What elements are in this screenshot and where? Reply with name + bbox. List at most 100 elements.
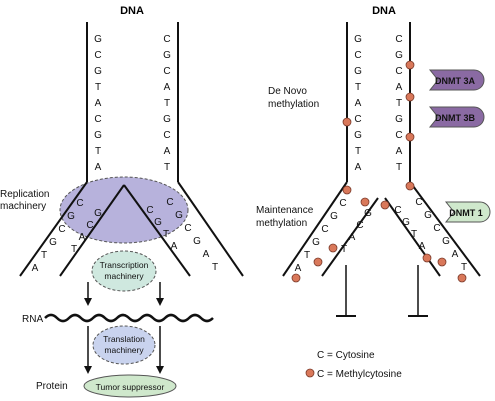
base-letter: A (419, 241, 426, 252)
base-letter: T (396, 162, 402, 173)
base-letter: A (355, 98, 362, 109)
base-letter: T (341, 244, 347, 255)
tumor-suppressor (83, 374, 177, 398)
methyl-dot (342, 185, 352, 195)
base-letter: G (175, 210, 183, 221)
base-letter: G (354, 66, 362, 77)
rna-label: RNA (22, 314, 43, 325)
methyl-dot (405, 60, 415, 70)
base-letter: C (146, 205, 153, 216)
arrow-head-1 (84, 298, 92, 306)
left-fork-inner (59, 184, 125, 277)
base-letter: G (424, 210, 432, 221)
arrow-head-4 (156, 366, 164, 374)
base-letter: G (330, 211, 338, 222)
base-letter: T (411, 229, 417, 240)
right-fork-outer (177, 181, 244, 277)
base-letter: A (32, 263, 39, 274)
base-letter: C (395, 66, 402, 77)
base-letter: G (94, 66, 102, 77)
left-fork-outer (19, 181, 88, 277)
base-letter: A (396, 82, 403, 93)
base-letter: C (94, 114, 101, 125)
base-letter: T (396, 98, 402, 109)
base-letter: G (364, 208, 372, 219)
base-letter: G (354, 130, 362, 141)
methyl-dot (291, 273, 301, 283)
base-letter: C (356, 220, 363, 231)
base-letter: A (79, 232, 86, 243)
replication-label-2: machinery (0, 201, 46, 212)
base-letter: C (339, 198, 346, 209)
translation-label-1: Translation (103, 334, 145, 344)
base-letter: A (171, 241, 178, 252)
base-letter: A (452, 249, 459, 260)
methyl-dot (328, 243, 338, 253)
base-letter: T (304, 250, 310, 261)
base-letter: G (354, 34, 362, 45)
base-letter: A (349, 232, 356, 243)
maintenance-label-1: Maintenance (256, 205, 314, 216)
methyl-dot (422, 253, 432, 263)
left-title: DNA (120, 5, 144, 17)
base-letter: A (396, 146, 403, 157)
base-letter: G (67, 211, 75, 222)
base-letter: T (355, 82, 361, 93)
base-letter: G (402, 217, 410, 228)
base-letter: G (312, 237, 320, 248)
base-letter: C (166, 197, 173, 208)
rna-wave (44, 313, 214, 323)
protein-label: Protein (36, 381, 68, 392)
base-letter: G (94, 34, 102, 45)
transcription-label-2: machinery (104, 271, 144, 281)
base-letter: C (163, 66, 170, 77)
base-letter: T (355, 146, 361, 157)
base-letter: C (58, 224, 65, 235)
dnmt1-label: DNMT 1 (449, 208, 483, 218)
base-letter: G (94, 208, 102, 219)
base-letter: A (295, 263, 302, 274)
base-letter: G (395, 114, 403, 125)
denovo-label-2: methylation (268, 99, 319, 110)
base-letter: T (164, 162, 170, 173)
base-letter: G (395, 50, 403, 61)
r-left-fork-inner (321, 197, 379, 277)
legend-cytosine: C = Cytosine (317, 350, 375, 361)
base-letter: C (354, 50, 361, 61)
r-left-fork-outer (282, 181, 348, 277)
translation-label-2: machinery (104, 345, 144, 355)
base-letter: A (164, 82, 171, 93)
arrow-head-3 (84, 366, 92, 374)
legend-methylcytosine: C = Methylcytosine (317, 369, 402, 380)
transcription-machinery (91, 250, 157, 292)
right-title: DNA (372, 5, 396, 17)
base-letter: T (95, 146, 101, 157)
base-letter: A (95, 162, 102, 173)
dnmt3b-label: DNMT 3B (435, 113, 475, 123)
base-letter: T (164, 98, 170, 109)
base-letter: C (321, 224, 328, 235)
left-panel: DNA GCGTACGTACGCATGCATCGCGTAGCATCGTACGCG… (0, 5, 244, 398)
base-letter: C (394, 205, 401, 216)
base-letter: C (76, 198, 83, 209)
base-letter: A (95, 98, 102, 109)
denovo-label-1: De Novo (268, 86, 307, 97)
dnmt1-enzyme (444, 201, 491, 223)
translation-machinery (92, 325, 156, 365)
base-letter: G (193, 236, 201, 247)
base-letter: G (94, 130, 102, 141)
methyl-dot (342, 117, 352, 127)
methyl-dot (360, 197, 370, 207)
base-letter: T (41, 250, 47, 261)
base-letter: C (354, 114, 361, 125)
base-letter: T (71, 244, 77, 255)
dnmt3a-enzyme (428, 69, 485, 91)
methyl-dot (405, 92, 415, 102)
base-letter: A (164, 146, 171, 157)
base-letter: A (355, 162, 362, 173)
base-letter: C (163, 34, 170, 45)
base-letter: C (395, 130, 402, 141)
right-fork-inner (123, 184, 191, 277)
